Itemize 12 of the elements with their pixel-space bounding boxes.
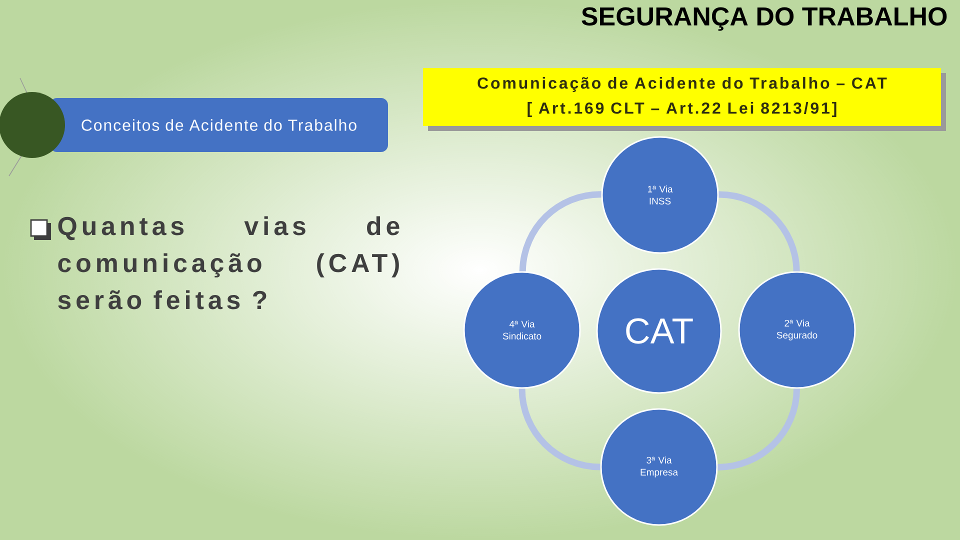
ring-arc <box>718 388 800 470</box>
question-text: Quantas vias de comunicação (CAT) serão feitas ? <box>58 216 400 310</box>
ring-arc <box>519 191 602 272</box>
circle-node: 4ª Via Sindicato <box>463 271 581 389</box>
slide-title: SEGURANÇA DO TRABALHO <box>582 7 947 31</box>
circle-node: 1ª Via INSS <box>601 136 719 254</box>
circle-node: 2ª Via Segurado <box>738 271 856 389</box>
ring-arc <box>518 388 600 470</box>
topic-banner: Conceitos de Acidente do Trabalho <box>50 98 388 152</box>
circle-node: 3ª Via Empresa <box>600 408 718 526</box>
highlight-box: Comunicação de Acidente do Trabalho – CAT [ Art.169 CLT – Art.22 Lei 8213/91] <box>423 68 946 131</box>
ring-arc <box>718 191 800 272</box>
